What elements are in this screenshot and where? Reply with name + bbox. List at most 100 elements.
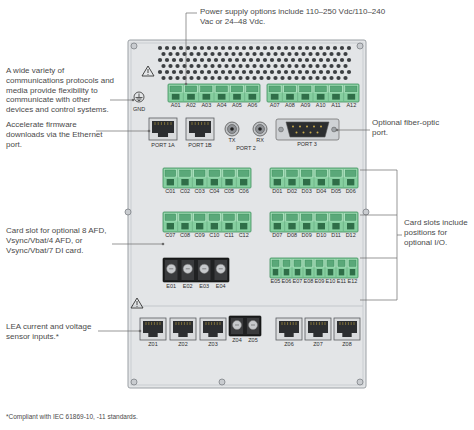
pin-divider	[177, 213, 178, 231]
terminal-label: C12	[239, 233, 249, 239]
screw-terminal	[163, 258, 229, 282]
vent-hole	[224, 76, 228, 80]
vent-hole	[270, 70, 274, 74]
vent-hole	[161, 52, 165, 56]
terminal-label: PORT 1A	[151, 143, 174, 149]
connector-body	[270, 212, 358, 232]
screw-slot	[345, 170, 356, 176]
sensor-port	[334, 318, 360, 340]
wire-entry	[274, 223, 281, 229]
vent-hole	[242, 70, 246, 74]
port-housing	[149, 118, 177, 140]
wire-entry	[172, 94, 180, 100]
terminal-connector	[270, 212, 358, 232]
vent-hole	[266, 76, 270, 80]
terminal-label: C03	[195, 189, 205, 195]
port-housing	[140, 318, 166, 340]
fiber-connector	[253, 122, 267, 136]
terminal-label: C05	[224, 189, 234, 195]
wire-entry	[286, 94, 294, 100]
screw-slot	[231, 86, 242, 92]
vent-hole	[315, 52, 319, 56]
port-contact	[287, 322, 288, 325]
vent-hole	[259, 52, 263, 56]
terminal-label: D01	[272, 189, 282, 195]
pin-divider	[313, 85, 314, 101]
screw-slot	[287, 170, 298, 176]
vent-hole	[172, 58, 176, 62]
screw-slot	[201, 86, 212, 92]
vent-hole	[161, 76, 165, 80]
vent-hole	[245, 76, 249, 80]
terminal-label: E07	[293, 279, 303, 285]
vent-hole	[245, 64, 249, 68]
sensor-port	[276, 318, 302, 340]
terminal-label: C08	[180, 233, 190, 239]
wire-entry	[347, 223, 354, 229]
pin-divider	[297, 85, 298, 101]
vent-hole	[263, 46, 267, 50]
terminal-label: D11	[331, 233, 341, 239]
vent-hole	[200, 58, 204, 62]
port-opening	[308, 321, 328, 337]
screw-slot	[194, 214, 205, 220]
vent-hole	[308, 64, 312, 68]
screw-slot	[238, 214, 249, 220]
vent-hole	[336, 64, 340, 68]
vent-hole	[277, 46, 281, 50]
vent-hole	[203, 76, 207, 80]
vent-hole	[203, 52, 207, 56]
screw-slot	[165, 170, 176, 176]
vent-hole	[252, 52, 256, 56]
vent-hole	[333, 70, 337, 74]
sensor-port	[305, 318, 331, 340]
vent-hole	[322, 64, 326, 68]
vent-hole	[193, 46, 197, 50]
port-housing	[276, 318, 302, 340]
vent-hole	[235, 58, 239, 62]
port-contact	[340, 322, 341, 325]
screw-slot	[349, 260, 356, 266]
vent-hole	[312, 46, 316, 50]
terminal-label: E11	[337, 279, 346, 285]
callout-text: Card slot for optional 8 AFD, Vsync/Vbat…	[6, 226, 114, 255]
vent-hole	[172, 46, 176, 50]
vent-hole	[312, 70, 316, 74]
port-contact	[161, 122, 162, 125]
pin-divider	[207, 169, 208, 187]
screw-slot	[338, 260, 345, 266]
vent-hole	[259, 64, 263, 68]
port-contact	[176, 322, 177, 325]
screw-slot	[301, 170, 312, 176]
port-contact	[187, 322, 188, 325]
terminal-cell	[181, 260, 194, 280]
vent-hole	[308, 76, 312, 80]
port-contact	[164, 122, 165, 125]
pin-divider	[314, 259, 315, 277]
vent-hole	[259, 76, 263, 80]
panel-separator	[131, 306, 363, 307]
vent-hole	[287, 64, 291, 68]
port-contact	[351, 322, 352, 325]
terminal-label: E12	[348, 279, 358, 285]
terminal-label: Z08	[342, 342, 351, 348]
warning-symbol	[131, 298, 143, 308]
terminal-screw	[183, 264, 192, 273]
connector-body	[163, 168, 251, 188]
vent-hole	[165, 70, 169, 74]
port-pin	[296, 132, 298, 134]
port-pin	[317, 132, 319, 134]
pin-divider	[284, 213, 285, 231]
screw-slot	[224, 170, 235, 176]
vent-hole	[291, 70, 295, 74]
port-opening	[173, 321, 193, 337]
vent-hole	[179, 58, 183, 62]
vent-hole	[308, 52, 312, 56]
pin-divider	[325, 259, 326, 277]
pin-divider	[183, 85, 184, 101]
terminal-cell	[198, 260, 211, 280]
wire-entry	[306, 269, 312, 275]
port-contact	[282, 322, 283, 325]
vent-hole	[186, 58, 190, 62]
terminal-cell	[231, 318, 243, 334]
